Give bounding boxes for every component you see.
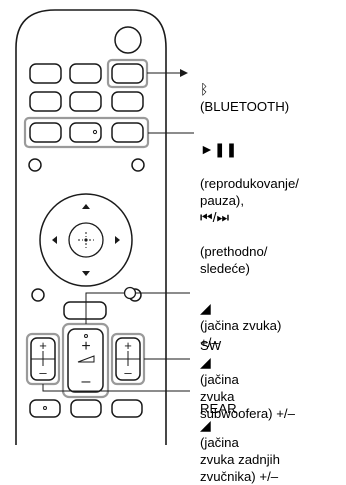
volume-tactile-dot (84, 334, 88, 338)
rear-label: REAR ◢ (jačina zvuka zadnjih zvučnika) +… (200, 383, 280, 485)
bluetooth-button[interactable] (111, 63, 144, 84)
input-button-2[interactable] (69, 63, 102, 84)
bluetooth-icon: ᛒ (200, 81, 209, 97)
subwoofer-volume-icon: ◢ (200, 354, 211, 370)
mode-button-2[interactable] (69, 91, 102, 112)
rear-label-text: (jačina zvuka zadnjih zvučnika) +/– (200, 435, 280, 484)
power-button[interactable] (114, 26, 142, 54)
options-button[interactable] (131, 158, 145, 172)
arrow-left-icon[interactable] (52, 236, 57, 244)
remote-diagram: + – + – + – (15, 9, 194, 445)
volume-plus-label: + (81, 338, 90, 355)
callout-volume (85, 292, 190, 324)
bluetooth-label: ᛒ (BLUETOOTH) (200, 64, 289, 115)
volume-rocker[interactable] (67, 328, 104, 393)
bottom-tactile-dot (43, 406, 47, 410)
sw-minus-label: – (124, 365, 132, 380)
play-pause-icon: ►❚❚ (200, 141, 238, 157)
menu-button[interactable] (63, 301, 107, 320)
volume-minus-label: – (82, 373, 91, 390)
callout-lines (42, 72, 194, 392)
play-pause-label-text: (reprodukovanje/ pauza), (200, 176, 299, 208)
round-buttons (28, 158, 145, 302)
prev-next-label-text: (prethodno/ sledeće) (200, 244, 268, 276)
input-button-1[interactable] (29, 63, 62, 84)
prev-button[interactable] (29, 122, 62, 143)
mode-button-1[interactable] (29, 91, 62, 112)
subwoofer-label-text: (jačina zvuka subwoofera) +/– (200, 372, 295, 421)
volume-rocker-icon (77, 355, 95, 363)
volume-icon: ◢ (200, 300, 211, 316)
volume-label-text: (jačina zvuka) +/– (200, 318, 282, 350)
top-button-grid (29, 63, 144, 143)
nav-arrows (52, 204, 120, 276)
home-button[interactable] (28, 158, 42, 172)
subwoofer-prefix: SW (200, 338, 222, 353)
prev-next-icon: ⏮/⏭ (200, 209, 230, 225)
next-button[interactable] (111, 122, 144, 143)
enter-dot (84, 238, 88, 242)
sw-plus-label: + (124, 338, 132, 353)
bottom-button-1[interactable] (29, 399, 61, 418)
mode-button-3[interactable] (111, 91, 144, 112)
play-pause-button[interactable] (69, 122, 102, 143)
tactile-dot (92, 129, 98, 135)
arrow-right-icon[interactable] (115, 236, 120, 244)
bottom-button-3[interactable] (111, 399, 143, 418)
callout-bluetooth-arrowhead (180, 69, 188, 77)
back-button[interactable] (31, 288, 45, 302)
arrow-down-icon[interactable] (82, 271, 90, 276)
bottom-button-row (29, 399, 143, 418)
rear-volume-icon: ◢ (200, 417, 211, 433)
callout-volume-endpoint (123, 286, 137, 300)
volume-label: ◢ (jačina zvuka) +/– (200, 283, 281, 351)
callout-rear (42, 384, 190, 392)
enter-button[interactable] (68, 222, 104, 258)
bluetooth-label-text: (BLUETOOTH) (200, 99, 290, 114)
play-pause-label: ►❚❚ (reprodukovanje/ pauza), ⏮/⏭ (pretho… (200, 124, 299, 277)
bottom-button-2[interactable] (70, 399, 102, 418)
rear-minus-label: – (39, 365, 47, 380)
remote-body (15, 9, 167, 445)
nav-ring[interactable] (39, 193, 133, 287)
rear-plus-label: + (39, 338, 47, 353)
enter-dashes (78, 232, 94, 248)
arrow-up-icon[interactable] (82, 204, 90, 209)
rear-prefix: REAR (200, 401, 237, 416)
subwoofer-label: SW ◢ (jačina zvuka subwoofera) +/– (200, 320, 295, 422)
